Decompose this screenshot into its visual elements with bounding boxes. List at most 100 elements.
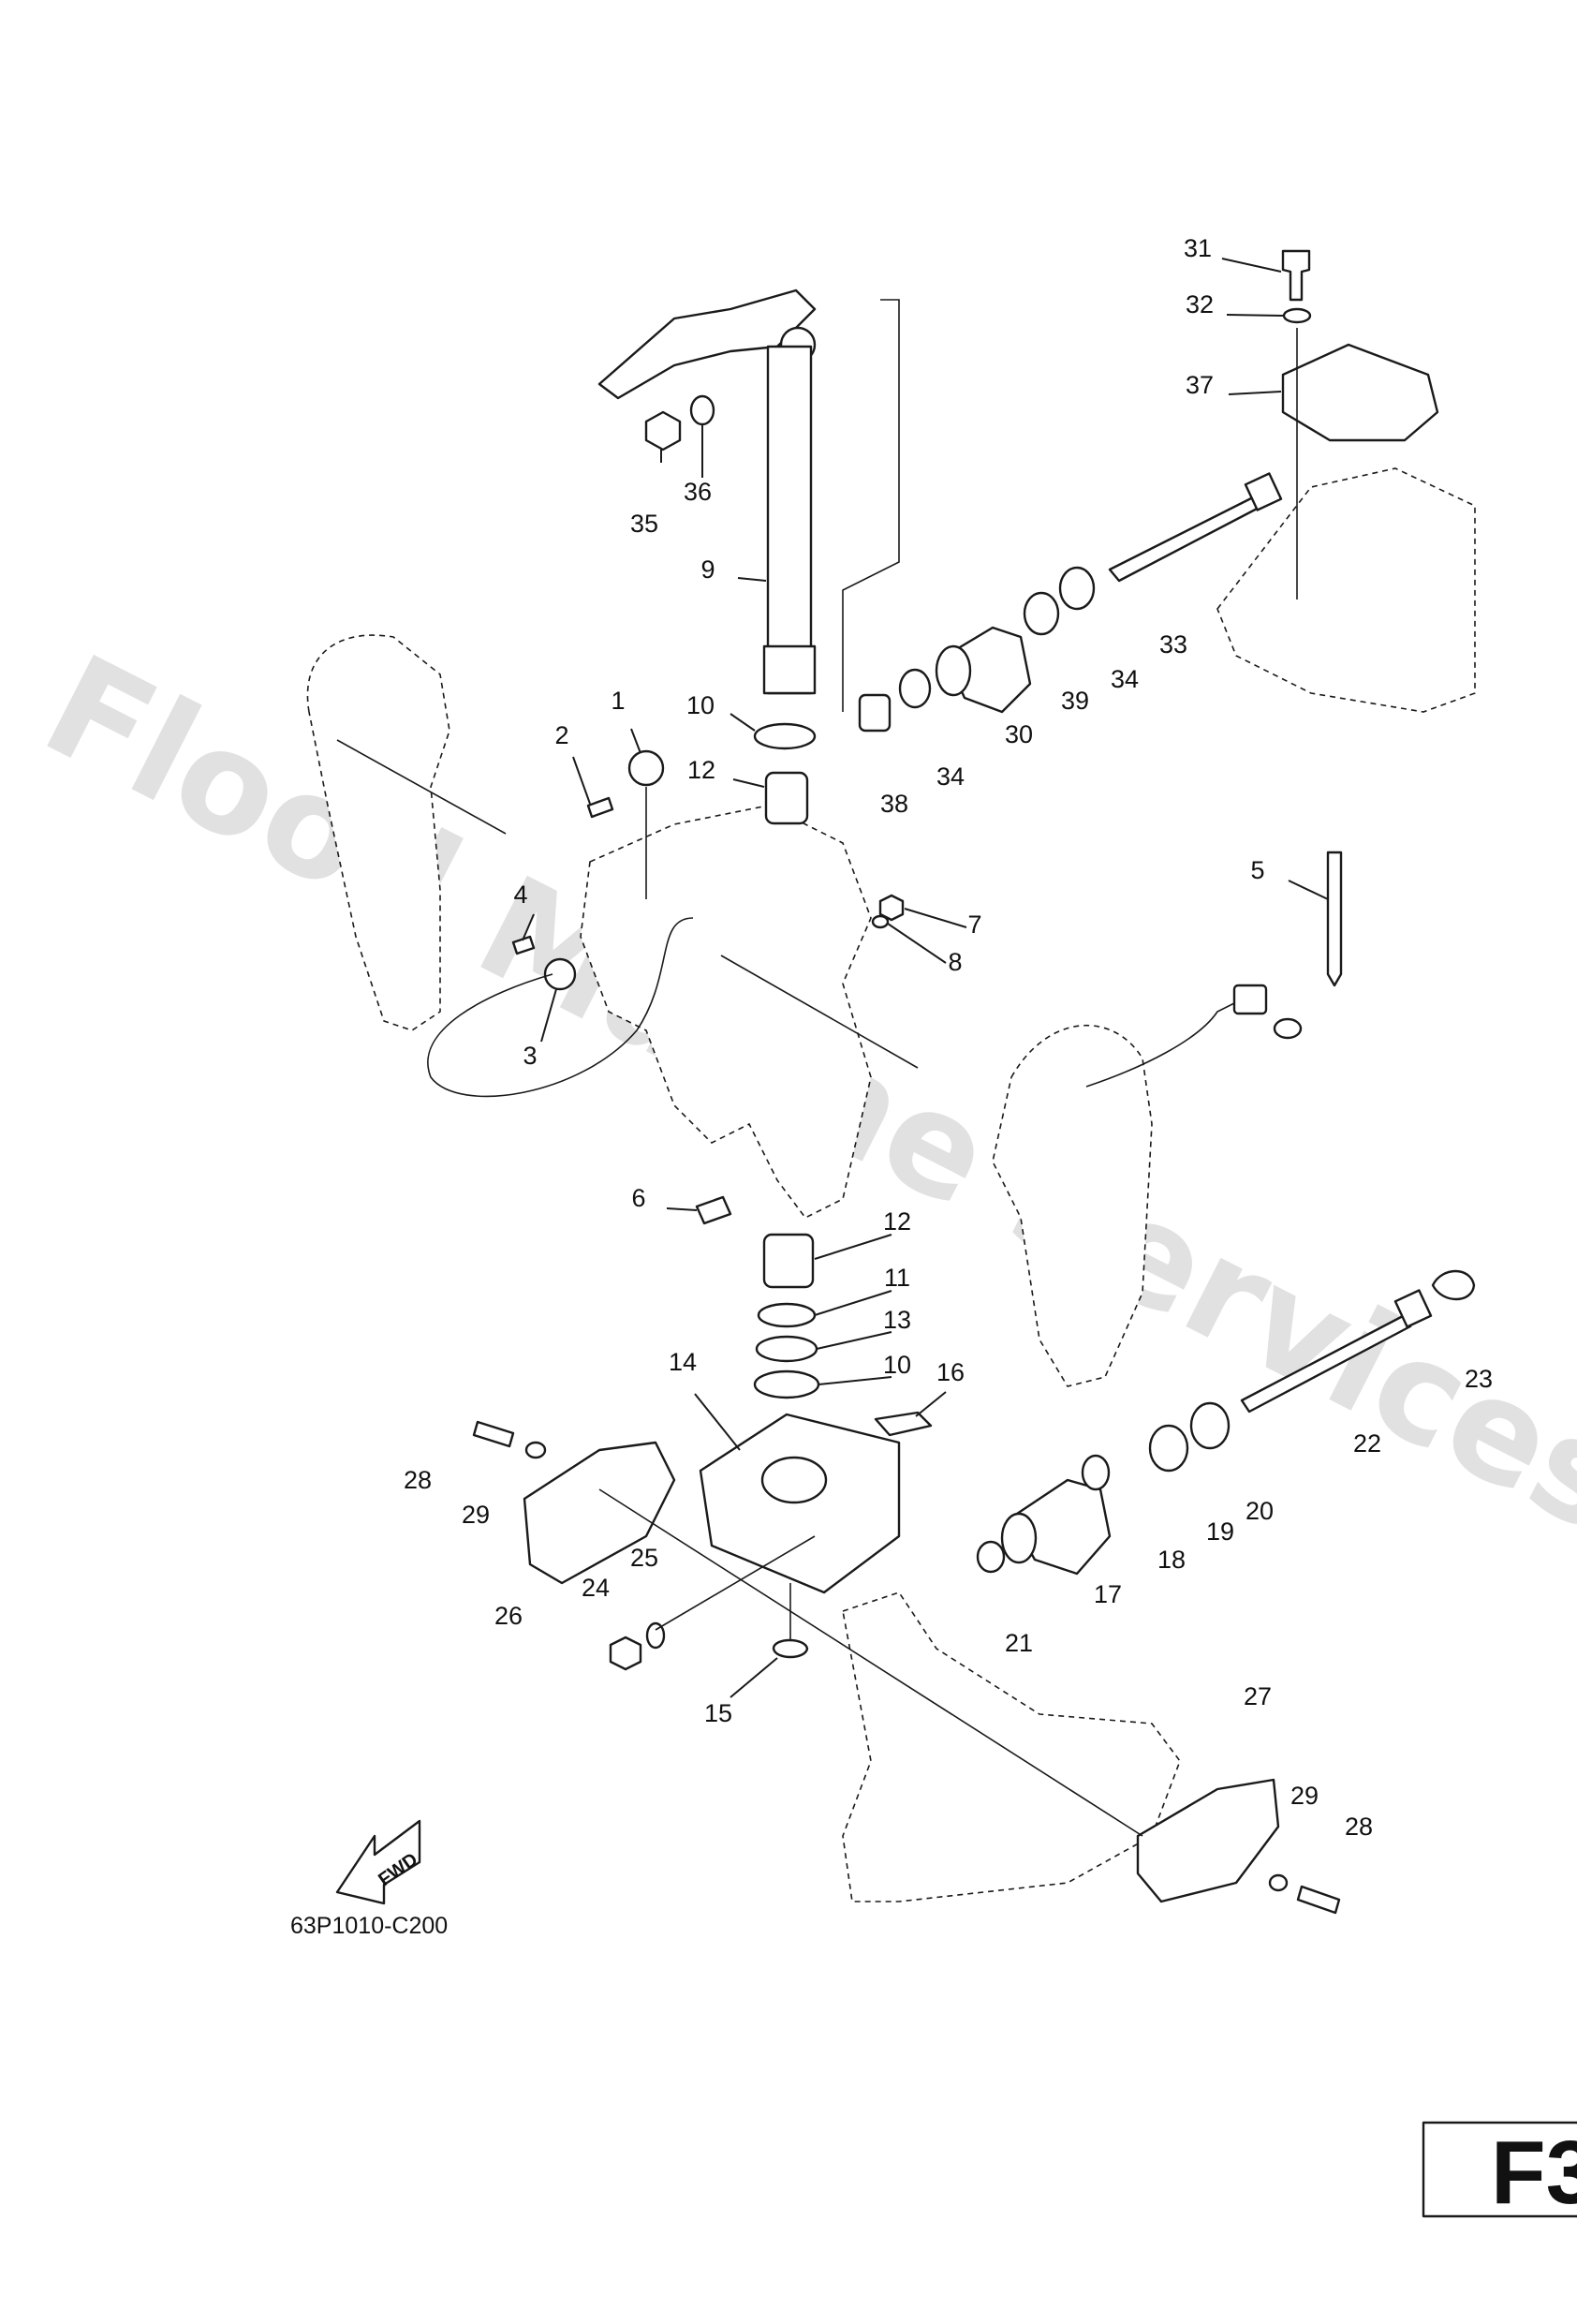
connector-plug [1232,984,1268,1015]
nut-part-7 [878,894,905,922]
connector-terminal [1273,1017,1303,1040]
page-id-label: F3 [1491,2123,1577,2223]
connector-lead [1085,1001,1237,1088]
washer-part-32 [1282,307,1312,324]
callout-20: 20 [1245,1497,1274,1525]
callout-32: 32 [1186,290,1214,318]
washer-part-19 [1148,1424,1189,1473]
nut-part-24 [609,1636,642,1671]
callout-23: 23 [1465,1365,1493,1393]
callout-28: 28 [1345,1813,1373,1841]
callout-16: 16 [936,1358,965,1386]
callout-25: 25 [630,1544,658,1572]
callout-9: 9 [700,555,715,584]
through-bolt-part-33 [1108,495,1264,583]
o-ring-part-11 [757,1302,817,1328]
callout-14: 14 [669,1348,697,1376]
callout-35: 35 [630,510,658,538]
mount-rubber-part-17 [1010,1478,1112,1576]
guide-line-bracket [336,739,507,835]
callout-4: 4 [513,881,527,909]
washer-part-34-upper [1058,566,1096,611]
callout-11: 11 [884,1264,910,1292]
lower-mount-bracket-part-14 [699,1413,901,1594]
bushing-part-12-upper [764,771,809,825]
callout-7: 7 [967,910,981,939]
callout-10: 10 [686,691,715,719]
callout-36: 36 [684,478,712,506]
callout-leaders [522,258,1329,1698]
callout-15: 15 [704,1699,732,1727]
callout-29: 29 [1290,1782,1319,1810]
washer-part-13 [755,1335,818,1363]
callout-39: 39 [1061,687,1089,715]
callout-17: 17 [1094,1580,1122,1608]
callout-1: 1 [611,687,625,715]
bolt-part-28-left [472,1420,515,1448]
guide-line-lower-cover [598,1488,1143,1837]
nut-part-35 [644,410,682,451]
callout-12: 12 [883,1207,911,1236]
callout-34: 34 [1111,665,1139,693]
callout-21: 21 [1005,1629,1033,1657]
washer-part-10-upper [753,722,817,750]
callout-29: 29 [462,1501,490,1529]
callout-28: 28 [404,1466,432,1494]
screw-part-4 [511,935,536,955]
callout-19: 19 [1206,1517,1234,1546]
circlip-part-15 [772,1638,809,1659]
callout-2: 2 [554,721,568,749]
washer-part-20 [1189,1401,1231,1450]
callout-33: 33 [1159,630,1187,659]
callout-22: 22 [1353,1429,1381,1458]
washer-part-25 [645,1621,666,1650]
washer-part-29-left [524,1441,547,1459]
callout-12: 12 [687,756,715,784]
callout-34: 34 [936,762,965,791]
callout-38: 38 [880,790,908,818]
washer-part-39 [1023,591,1060,636]
callout-27: 27 [1244,1682,1272,1710]
collar-part-38 [858,693,892,733]
mount-cover-part-26 [523,1441,676,1585]
page-id-box [1422,2121,1577,2218]
callout-30: 30 [1005,720,1033,748]
engine-base-outline [1216,467,1476,713]
shaft-guide-line [842,299,900,712]
washer-part-18 [1081,1454,1111,1491]
callout-3: 3 [523,1042,537,1070]
key-part-16 [874,1411,933,1437]
washer-part-34-lower [898,668,932,709]
callout-18: 18 [1157,1546,1186,1574]
bolt-part-31 [1281,249,1311,302]
callout-37: 37 [1186,371,1214,399]
fwd-arrow-icon [335,1819,421,1905]
steering-shaft [766,345,813,695]
mount-rubber-end-17 [1000,1512,1038,1564]
mount-rubber-part-30 [944,626,1032,714]
fwd-arrow: FWD [335,1819,421,1905]
screw-part-2 [586,796,614,819]
steering-shaft-spline [762,644,817,695]
swivel-bracket-right [992,1024,1153,1387]
mount-cover-part-37 [1281,343,1439,442]
clip-part-23 [1431,1269,1476,1301]
mount-cover-part-27 [1136,1778,1280,1903]
through-bolt-head-22 [1393,1289,1433,1328]
clamp-part-1 [627,749,665,787]
bolt-part-6 [695,1195,732,1225]
bushing-part-12-lower [762,1233,815,1289]
callout-26: 26 [494,1602,523,1630]
callout-31: 31 [1184,234,1212,262]
washer-part-36 [689,394,715,426]
callout-24: 24 [582,1574,610,1602]
callout-5: 5 [1250,856,1264,884]
mount-rubber-end-30 [935,644,972,697]
through-bolt-head [1244,472,1283,511]
guide-line-lower-mount [655,1535,816,1631]
bracket-bore [760,1456,828,1504]
swivel-bracket-left [306,634,450,1031]
ground-wire [427,917,694,1098]
